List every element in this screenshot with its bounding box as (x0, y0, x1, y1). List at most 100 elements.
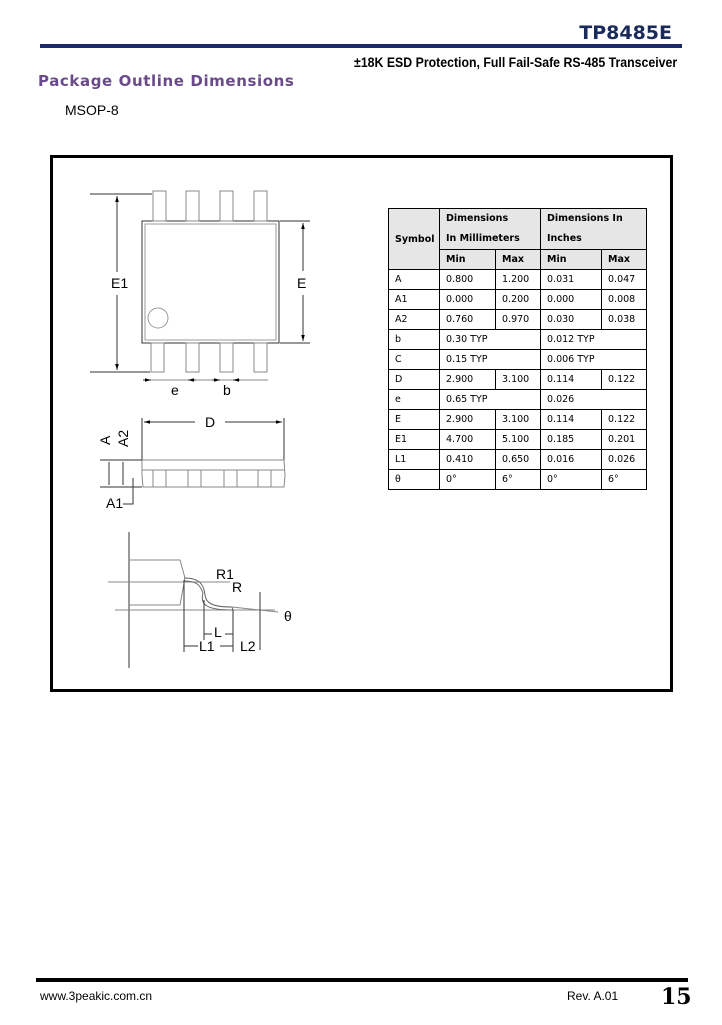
cell-mm-min: 2.900 (439, 409, 496, 430)
cell-in: 0.026 (540, 389, 647, 410)
header-mm-max: Max (495, 249, 541, 270)
cell-mm-max: 0.650 (495, 449, 541, 470)
cell-mm-max: 6° (495, 469, 541, 490)
cell-in-min: 0.000 (540, 289, 602, 310)
cell-in-max: 0.008 (601, 289, 647, 310)
cell-in-max: 0.038 (601, 309, 647, 330)
section-title: Package Outline Dimensions (38, 72, 295, 90)
label-A2: A2 (115, 430, 131, 447)
cell-in-min: 0.016 (540, 449, 602, 470)
cell-mm-min: 0.410 (439, 449, 496, 470)
page-number: 15 (661, 984, 692, 1010)
document-subtitle: ±18K ESD Protection, Full Fail-Safe RS-4… (353, 54, 677, 70)
cell-in-min: 0.031 (540, 269, 602, 290)
label-E: E (297, 275, 306, 291)
header-rule (40, 44, 682, 48)
cell-in-min: 0.114 (540, 409, 602, 430)
cell-in-max: 0.122 (601, 369, 647, 390)
cell-symbol: θ (388, 469, 440, 490)
label-A1: A1 (106, 495, 123, 511)
part-number: TP8485E (579, 22, 672, 44)
cell-mm: 0.30 TYP (439, 329, 541, 350)
cell-mm-max: 0.970 (495, 309, 541, 330)
label-R: R (232, 579, 242, 595)
cell-symbol: L1 (388, 449, 440, 470)
label-A: A (97, 435, 113, 445)
cell-mm-min: 4.700 (439, 429, 496, 450)
cell-mm-min: 0.760 (439, 309, 496, 330)
cell-mm: 0.15 TYP (439, 349, 541, 370)
cell-symbol: A2 (388, 309, 440, 330)
label-e: e (171, 382, 179, 398)
cell-in-max: 0.047 (601, 269, 647, 290)
header-inches: Dimensions In Inches (540, 208, 647, 250)
cell-mm-min: 0° (439, 469, 496, 490)
cell-in-max: 0.201 (601, 429, 647, 450)
header-symbol: Symbol (388, 208, 440, 270)
label-L1: L1 (199, 638, 215, 654)
footer-url[interactable]: www.3peakic.com.cn (40, 989, 153, 1003)
cell-mm-max: 5.100 (495, 429, 541, 450)
label-E1: E1 (111, 275, 128, 291)
header-in-line2: Inches (547, 233, 582, 244)
drawing-frame (50, 155, 673, 692)
cell-symbol: e (388, 389, 440, 410)
header-mm-min: Min (439, 249, 496, 270)
header-in-min: Min (540, 249, 602, 270)
cell-in-max: 6° (601, 469, 647, 490)
cell-in-min: 0.114 (540, 369, 602, 390)
cell-mm-min: 0.000 (439, 289, 496, 310)
header-mm: Dimensions In Millimeters (439, 208, 541, 250)
cell-mm: 0.65 TYP (439, 389, 541, 410)
cell-mm-max: 3.100 (495, 409, 541, 430)
cell-in-min: 0.030 (540, 309, 602, 330)
cell-in: 0.012 TYP (540, 329, 647, 350)
side-view: D A A2 A1 (97, 414, 286, 511)
label-L: L (214, 624, 222, 640)
cell-mm-max: 0.200 (495, 289, 541, 310)
label-L2: L2 (240, 638, 256, 654)
label-theta: θ (284, 608, 292, 624)
footer-rule (36, 978, 688, 982)
cell-symbol: A (388, 269, 440, 290)
cell-in-max: 0.026 (601, 449, 647, 470)
cell-symbol: E1 (388, 429, 440, 450)
label-D: D (205, 414, 215, 430)
header-in-max: Max (601, 249, 647, 270)
cell-mm-max: 3.100 (495, 369, 541, 390)
cell-in: 0.006 TYP (540, 349, 647, 370)
cell-mm-max: 1.200 (495, 269, 541, 290)
header-mm-line1: Dimensions (446, 213, 509, 224)
cell-symbol: C (388, 349, 440, 370)
package-name: MSOP-8 (65, 102, 119, 118)
cell-mm-min: 2.900 (439, 369, 496, 390)
cell-symbol: b (388, 329, 440, 350)
cell-symbol: D (388, 369, 440, 390)
lead-detail-view: R1 R L L1 L2 θ (108, 532, 292, 668)
header-in-line1: Dimensions In (547, 213, 623, 224)
cell-in-max: 0.122 (601, 409, 647, 430)
cell-mm-min: 0.800 (439, 269, 496, 290)
header-mm-line2: In Millimeters (446, 233, 520, 244)
label-R1: R1 (216, 566, 234, 582)
cell-in-min: 0° (540, 469, 602, 490)
cell-in-min: 0.185 (540, 429, 602, 450)
top-view: E1 E e b (90, 190, 310, 398)
dimensions-table: Symbol Dimensions In Millimeters Dimensi… (388, 208, 647, 490)
label-b: b (223, 382, 231, 398)
footer-revision: Rev. A.01 (567, 989, 619, 1003)
cell-symbol: E (388, 409, 440, 430)
